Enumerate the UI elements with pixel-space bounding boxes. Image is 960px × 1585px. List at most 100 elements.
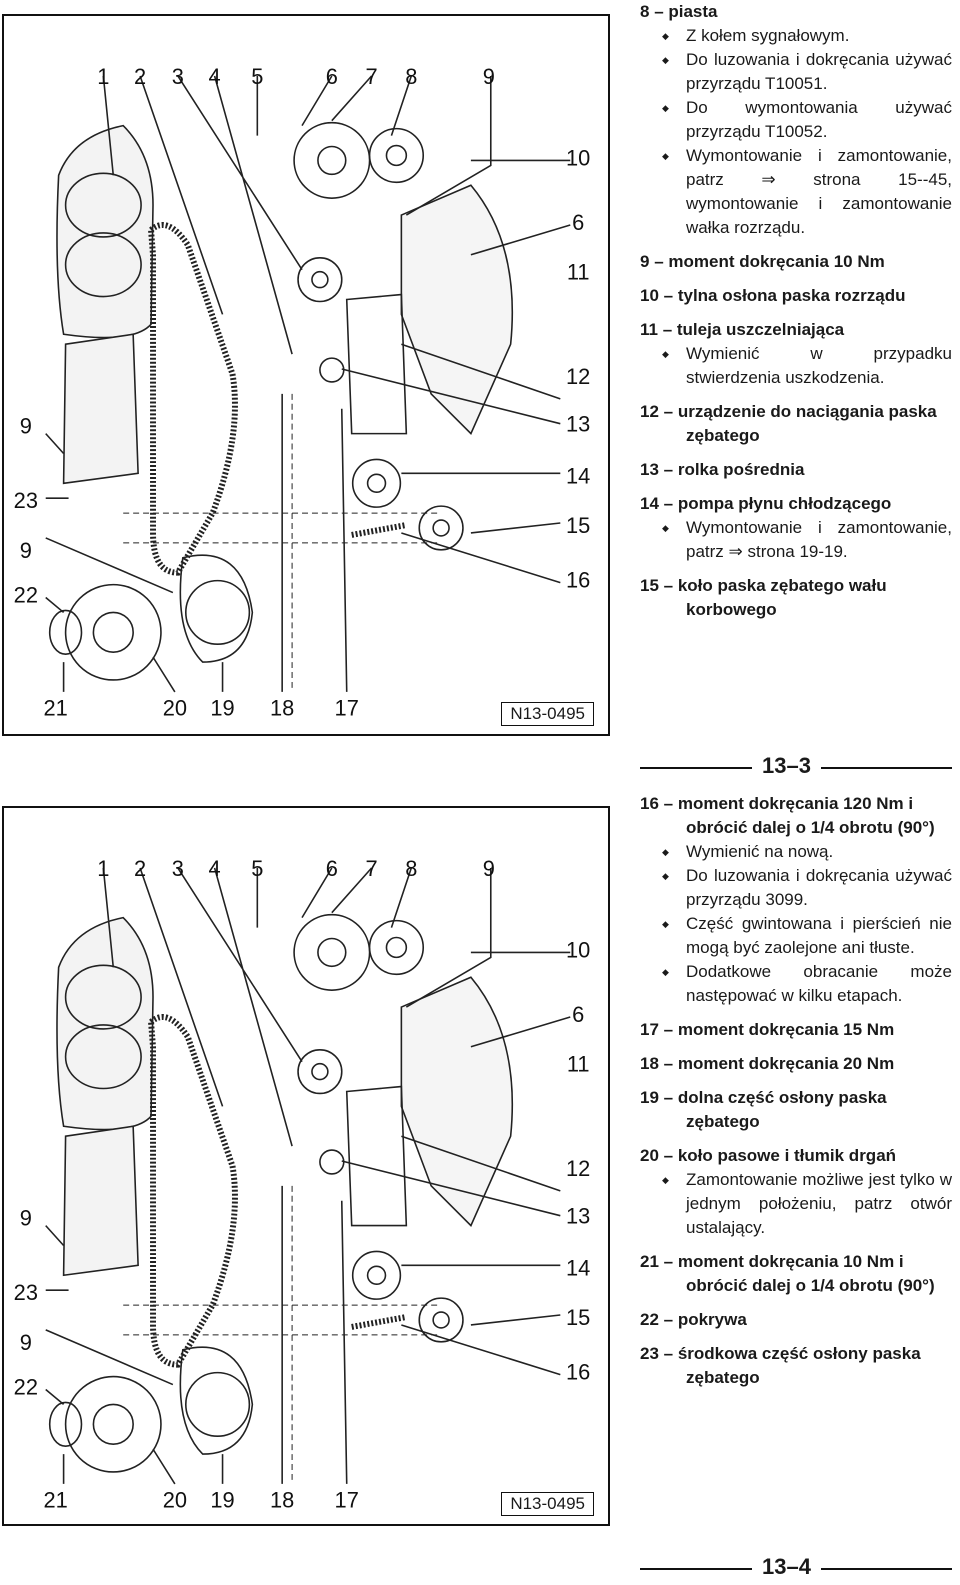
legend-number: 23 (640, 1344, 659, 1363)
callout-left-3: 9 (20, 538, 32, 563)
figure-code-2: N13-0495 (501, 1492, 594, 1516)
callout-top-1: 1 (97, 856, 109, 881)
legend-bullet: Część gwintowana i pierścień nie mogą by… (662, 912, 952, 960)
legend-item-16: 16 – moment dokręcania 120 Nm i obrócić … (640, 792, 952, 1008)
callout-top-8: 8 (405, 856, 417, 881)
legend-title: moment dokręcania 10 Nm i obrócić dalej … (677, 1252, 935, 1295)
legend-dash: – (658, 576, 678, 595)
legend-bullets: Zamontowanie możliwe jest tylko w jednym… (640, 1168, 952, 1240)
legend-number: 8 (640, 2, 650, 21)
legend-item-20: 20 – koło pasowe i tłumik drgańZamontowa… (640, 1144, 952, 1240)
callout-bottom-4: 18 (270, 1488, 294, 1513)
callout-right-4: 12 (566, 1156, 590, 1181)
legend-title: dolna część osłony paska zębatego (677, 1088, 887, 1131)
legend-bullet: Do luzowania i dokręcania używać przyrzą… (662, 48, 952, 96)
callout-left-3: 9 (20, 1330, 32, 1355)
legend-number: 21 (640, 1252, 659, 1271)
legend-bullet: Wymontowanie i zamontowanie, patrz ⇒ str… (662, 144, 952, 240)
legend-dash: – (658, 1088, 678, 1107)
legend-title: urządzenie do naciągania paska zębatego (677, 402, 937, 445)
legend-number: 14 (640, 494, 659, 513)
callout-top-1: 1 (97, 64, 109, 89)
callout-right-2: 6 (572, 1002, 584, 1027)
legend-dash: – (658, 1146, 678, 1165)
legend-dash: – (658, 794, 678, 813)
callout-right-8: 16 (566, 1360, 590, 1385)
legend-number: 18 (640, 1054, 659, 1073)
callout-left-1: 9 (20, 414, 32, 439)
page-number-1: 13–3 (752, 753, 821, 779)
callout-bottom-5: 17 (335, 1488, 359, 1513)
callout-top-6: 6 (326, 856, 338, 881)
legend-bullets: Wymienić w przypadku stwierdzenia uszkod… (640, 342, 952, 390)
legend-dash: – (658, 286, 678, 305)
legend-bullet: Do luzowania i dokręcania używać przyrzą… (662, 864, 952, 912)
figure-code-1: N13-0495 (501, 702, 594, 726)
callout-top-7: 7 (365, 64, 377, 89)
callout-left-4: 22 (14, 1374, 38, 1399)
legend-dash: – (649, 2, 669, 21)
legend-item-21: 21 – moment dokręcania 10 Nm i obrócić d… (640, 1250, 952, 1298)
legend-column-page-1: 8 – piasta Z kołem sygnałowym.Do luzowani… (640, 0, 952, 632)
legend-bullets: Z kołem sygnałowym.Do luzowania i dokręc… (640, 24, 952, 240)
callout-top-8: 8 (405, 64, 417, 89)
legend-number: 10 (640, 286, 659, 305)
legend-item-10: 10 – tylna osłona paska rozrządu (640, 284, 952, 308)
callout-right-7: 15 (566, 1305, 590, 1330)
callout-right-4: 12 (566, 364, 590, 389)
callout-right-3: 11 (567, 1052, 590, 1077)
legend-number: 20 (640, 1146, 659, 1165)
legend-title: koło pasowe i tłumik drgań (677, 1146, 897, 1165)
legend-dash: – (658, 494, 678, 513)
callout-top-9: 9 (483, 64, 495, 89)
callout-left-1: 9 (20, 1206, 32, 1231)
legend-item-9: 9 – moment dokręcania 10 Nm (640, 250, 952, 274)
callout-left-2: 23 (14, 1280, 38, 1305)
callout-right-3: 11 (567, 260, 590, 285)
callout-left-2: 23 (14, 488, 38, 513)
legend-bullet: Wymontowanie i zamontowanie, patrz ⇒ str… (662, 516, 952, 564)
legend-bullet: Zamontowanie możliwe jest tylko w jednym… (662, 1168, 952, 1240)
legend-item-13: 13 – rolka pośrednia (640, 458, 952, 482)
legend-dash: – (658, 1020, 678, 1039)
legend-title: tylna osłona paska rozrządu (677, 286, 906, 305)
legend-item-15: 15 – koło paska zębatego wału korbowego (640, 574, 952, 622)
callout-right-1: 10 (566, 937, 590, 962)
legend-bullet: Dodatkowe obracanie może następować w ki… (662, 960, 952, 1008)
callout-right-6: 14 (566, 463, 590, 488)
legend-dash: – (658, 1344, 678, 1363)
legend-number: 22 (640, 1310, 659, 1329)
legend-number: 9 (640, 252, 650, 271)
callout-right-5: 13 (566, 1204, 590, 1229)
legend-dash: – (658, 1310, 678, 1329)
callout-top-2: 2 (134, 64, 146, 89)
legend-item-12: 12 – urządzenie do naciągania paska zęba… (640, 400, 952, 448)
callout-bottom-2: 20 (163, 696, 187, 721)
callout-right-1: 10 (566, 145, 590, 170)
callout-top-7: 7 (365, 856, 377, 881)
callout-bottom-4: 18 (270, 696, 294, 721)
legend-title: pompa płynu chłodzącego (677, 494, 892, 513)
legend-dash: – (658, 460, 678, 479)
legend-number: 17 (640, 1020, 659, 1039)
legend-title: pokrywa (677, 1310, 747, 1329)
callout-bottom-5: 17 (335, 696, 359, 721)
legend-item-22: 22 – pokrywa (640, 1308, 952, 1332)
legend-bullets: Wymontowanie i zamontowanie, patrz ⇒ str… (640, 516, 952, 564)
legend-title: moment dokręcania 20 Nm (677, 1054, 895, 1073)
legend-item-18: 18 – moment dokręcania 20 Nm (640, 1052, 952, 1076)
callout-bottom-3: 19 (210, 1488, 234, 1513)
legend-number: 16 (640, 794, 659, 813)
legend-dash: – (657, 320, 677, 339)
legend-title: piasta (668, 2, 718, 21)
legend-number: 15 (640, 576, 659, 595)
callout-bottom-3: 19 (210, 696, 234, 721)
callout-top-4: 4 (209, 64, 221, 89)
legend-number: 19 (640, 1088, 659, 1107)
callout-left-4: 22 (14, 582, 38, 607)
callout-bottom-1: 21 (44, 1488, 68, 1513)
legend-bullets: Wymienić na nową.Do luzowania i dokręcan… (640, 840, 952, 1008)
callout-right-7: 15 (566, 513, 590, 538)
